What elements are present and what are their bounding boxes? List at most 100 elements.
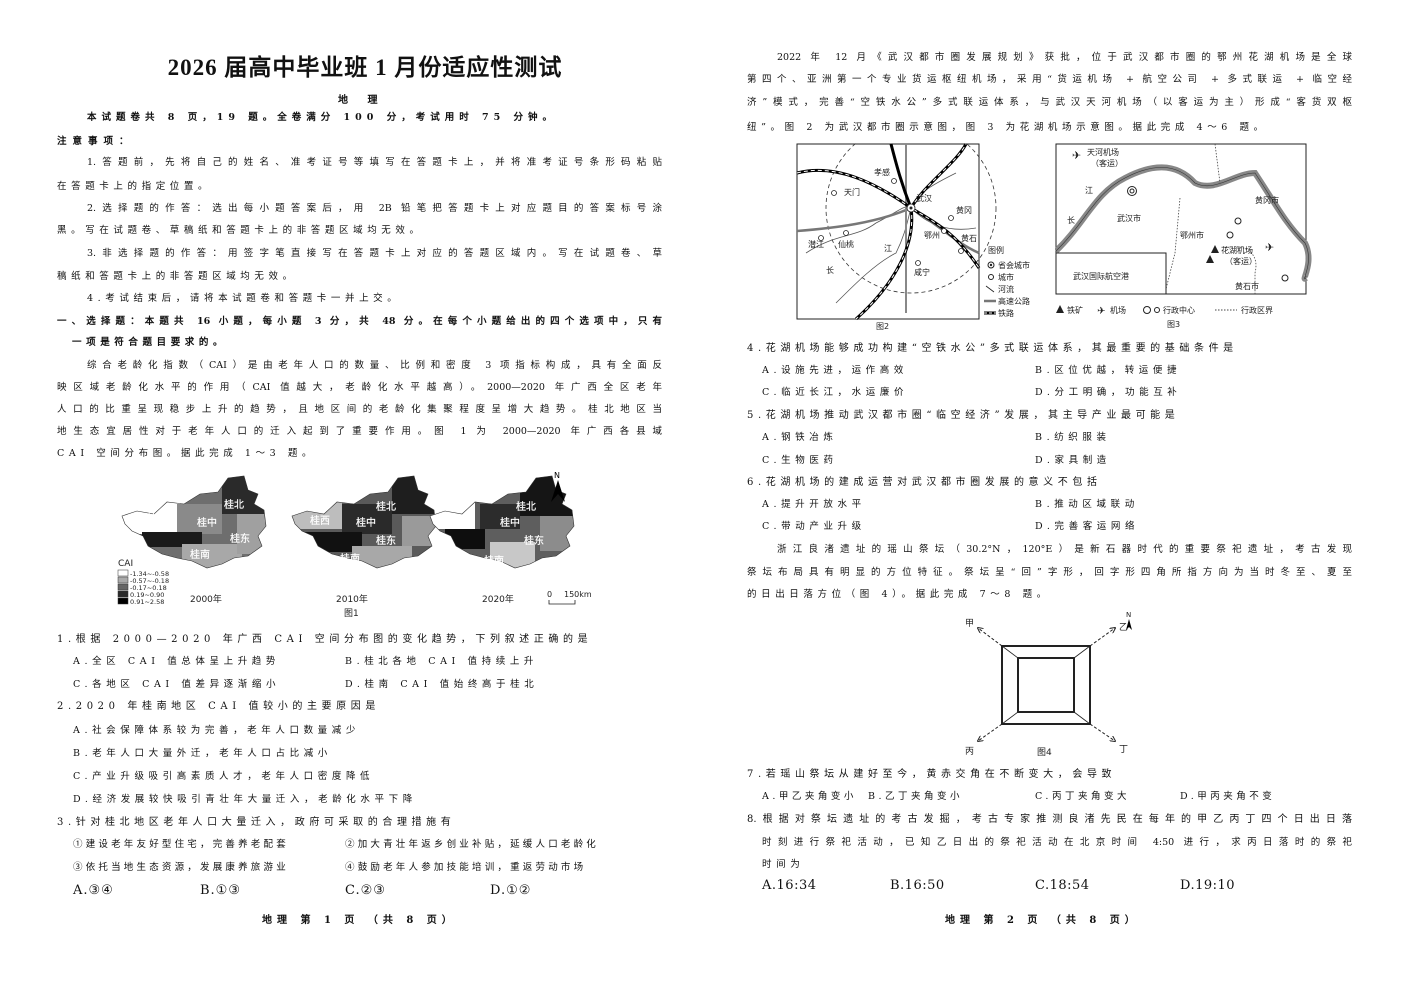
q6-option-d[interactable]: D.完善客运网络	[1035, 521, 1140, 532]
notice-3: 3.非选择题的作答：用签字笔直接写在答题卡上对应的答题区域内。写在试题卷、草	[87, 248, 662, 259]
q2-option-a[interactable]: A.社会保障体系较为完善，老年人口数量减少	[73, 725, 360, 736]
q3-item-3: ③依托当地生态资源，发展康养旅游业	[73, 862, 289, 873]
exam-info: 本试题卷共 8 页，19 题。全卷满分 100 分，考试用时 75 分钟。	[87, 112, 558, 123]
q2-option-c[interactable]: C.产业升级吸引高素质人才，老年人口密度降低	[73, 771, 375, 782]
corner-label-yi: 乙	[1119, 622, 1128, 633]
question-8-stem: 8.根据对祭坛遗址的考古发掘，考古专家推测良渚先民在每年的甲乙丙丁四个日出日落	[747, 814, 1352, 825]
legend-item: 0.91~2.58	[130, 598, 164, 606]
passage-line: 2022 年 12 月《武汉都市圈发展规划》获批，位于武汉都市圈的鄂州花湖机场是…	[777, 52, 1352, 63]
region-label: 桂北	[376, 500, 396, 513]
q8-option-d[interactable]: D.19:10	[1180, 878, 1236, 893]
question-2-stem: 2.2020 年桂南地区 CAI 值较小的主要原因是	[57, 701, 380, 712]
passage-line: 纽”。图 2 为武汉都市圈示意图，图 3 为花湖机场示意图。据此完成 4～6 题…	[747, 122, 1268, 133]
q8-option-a[interactable]: A.16:34	[762, 878, 817, 893]
region-label: 桂北	[516, 500, 536, 513]
map-label: 黄石市	[1235, 281, 1259, 291]
region-label: 桂北	[224, 498, 244, 511]
city-label: 黄石	[961, 233, 977, 243]
city-label: 武汉	[916, 193, 932, 203]
map-label: （客运）	[1225, 256, 1257, 266]
question-1-stem: 1.根据 2000—2020 年广西 CAI 空间分布图的变化趋势，下列叙述正确…	[57, 634, 593, 645]
q6-option-c[interactable]: C.带动产业升级	[762, 521, 866, 532]
north-label: N	[554, 471, 560, 480]
q5-option-b[interactable]: B.纺织服装	[1035, 432, 1111, 443]
q8-option-c[interactable]: C.18:54	[1035, 878, 1090, 893]
q5-option-d[interactable]: D.家具制造	[1035, 455, 1111, 466]
airplane-icon: ✈	[1097, 306, 1105, 317]
question-6-stem: 6.花湖机场的建成运营对武汉都市圈发展的意义不包括	[747, 477, 1102, 488]
north-label: N	[1126, 611, 1131, 619]
q3-option-a[interactable]: A.③④	[73, 883, 114, 898]
question-4-stem: 4.花湖机场能够成功构建“空铁水公”多式联运体系，其最重要的基础条件是	[747, 343, 1238, 354]
q1-option-b[interactable]: B.桂北各地 CAI 值持续上升	[345, 656, 539, 667]
question-8-stem-cont: 时间为	[762, 859, 805, 870]
q1-option-c[interactable]: C.各地区 CAI 值差异逐渐缩小	[73, 679, 281, 690]
q1-option-d[interactable]: D.桂南 CAI 值始终高于桂北	[345, 679, 539, 690]
figure-4-altar-diagram: 甲 乙 丙 丁 N 图4	[955, 606, 1155, 761]
legend-item: 城市	[998, 272, 1014, 282]
legend-item: -0.17~0.18	[130, 584, 167, 592]
question-5-stem: 5.花湖机场推动武汉都市圈“临空经济”发展，其主导产业最可能是	[747, 410, 1180, 421]
legend-item: -1.34~-0.58	[130, 570, 169, 578]
year-label: 2010年	[336, 593, 368, 605]
q4-option-a[interactable]: A.设施先进，运作高效	[762, 365, 908, 376]
q4-option-d[interactable]: D.分工明确，功能互补	[1035, 387, 1182, 398]
q7-option-b[interactable]: B.乙丁夹角变小	[868, 791, 964, 802]
legend-item: 铁矿	[1067, 305, 1083, 315]
region-label: 桂东	[230, 532, 250, 545]
scale-bar: 0 150km	[547, 590, 592, 605]
q7-option-c[interactable]: C.丙丁夹角变大	[1035, 791, 1130, 802]
q5-option-c[interactable]: C.生物医药	[762, 455, 838, 466]
q3-option-b[interactable]: B.①③	[200, 883, 241, 898]
notice-2: 2.选择题的作答：选出每小题答案后，用 2B 铅笔把答题卡上对应题目的答案标号涂	[87, 203, 662, 214]
legend-item: 高速公路	[998, 296, 1030, 306]
figure-3-caption: 图3	[1167, 320, 1180, 329]
notice-1: 1.答题前，先将自己的姓名、准考证号等填写在答题卡上，并将准考证号条形码粘贴	[87, 157, 662, 168]
question-8-stem-cont: 时刻进行祭祀活动，已知乙日出的祭祀活动在北京时间 4:50 进行，求丙日落时的祭…	[762, 837, 1352, 848]
legend-item: 0.19~0.90	[130, 591, 164, 599]
map-label: 武汉市	[1117, 213, 1141, 223]
question-7-stem: 7.若瑶山祭坛从建好至今，黄赤交角在不断变大，会导致	[747, 769, 1117, 780]
scale-start: 0	[547, 590, 552, 599]
river-label: 长	[826, 265, 834, 275]
legend-title: 图例	[988, 245, 1004, 255]
north-arrow-icon: N	[551, 471, 565, 502]
exam-title: 2026 届高中毕业班 1 月份适应性测试	[167, 55, 563, 80]
city-label: 天门	[844, 187, 860, 197]
map-label: 花湖机场	[1221, 245, 1253, 255]
region-label: 桂南	[484, 554, 504, 567]
corner-label-jia: 甲	[965, 618, 974, 629]
river-label: 江	[884, 244, 892, 253]
region-label: 桂南	[340, 552, 360, 565]
figure-1-cai-maps: 桂西 桂中 桂北 桂东 桂南 桂西 桂中 桂北 桂东 桂南 桂西 桂中 桂北 桂…	[112, 466, 622, 624]
figure-4-caption: 图4	[1037, 747, 1052, 758]
q7-option-d[interactable]: D.甲丙夹角不变	[1180, 791, 1276, 802]
q6-option-b[interactable]: B.推动区域联动	[1035, 499, 1139, 510]
q6-option-a[interactable]: A.提升开放水平	[762, 499, 866, 510]
region-label: 桂中	[197, 516, 217, 529]
region-label: 桂西	[147, 512, 167, 525]
notice-1-cont: 在答题卡上的指定位置。	[57, 181, 213, 192]
q2-option-b[interactable]: B.老年人口大量外迁，老年人口占比减小	[73, 748, 332, 759]
q7-option-a[interactable]: A.甲乙夹角变小	[762, 791, 857, 802]
page-footer: 地理 第 1 页 （共 8 页）	[262, 915, 457, 926]
airplane-icon: ✈	[1265, 241, 1274, 254]
legend-title: CAI	[118, 559, 133, 569]
passage-line: 祭坛布局具有明显的方位特征。祭坛呈“回”字形，回字形四角所指方向为当时冬至、夏至	[747, 567, 1352, 578]
q3-option-c[interactable]: C.②③	[345, 883, 386, 898]
q4-option-c[interactable]: C.临近长江，水运廉价	[762, 387, 909, 398]
section-heading: 一、选择题：本题共 16 小题，每小题 3 分，共 48 分。在每个小题给出的四…	[57, 316, 662, 327]
passage-line: 综合老龄化指数（CAI）是由老年人口的数量、比例和密度 3 项指标构成，具有全面…	[87, 360, 662, 371]
region-label: 桂西	[310, 514, 330, 527]
q4-option-b[interactable]: B.区位优越，转运便捷	[1035, 365, 1182, 376]
passage-line: CAI 空间分布图。据此完成 1～3 题。	[57, 448, 317, 459]
q8-option-b[interactable]: B.16:50	[890, 878, 945, 893]
figure-2-wuhan-metro-map: 孝感 天门 武汉 黄冈 鄂州 潜江 仙桃 黄石 咸宁 长 江 图例 省会城市 城…	[796, 122, 1056, 333]
region-label: 桂西	[452, 514, 472, 527]
q1-option-a[interactable]: A.全区 CAI 值总体呈上升趋势	[73, 656, 281, 667]
q5-option-a[interactable]: A.钢铁冶炼	[762, 432, 838, 443]
q3-item-2: ②加大青壮年返乡创业补贴，延缓人口老龄化	[345, 839, 600, 850]
q2-option-d[interactable]: D.经济发展较快吸引青壮年大量迁入，老龄化水平下降	[73, 794, 417, 805]
q3-option-d[interactable]: D.①②	[490, 883, 532, 898]
figure-1-caption: 图1	[344, 608, 359, 619]
